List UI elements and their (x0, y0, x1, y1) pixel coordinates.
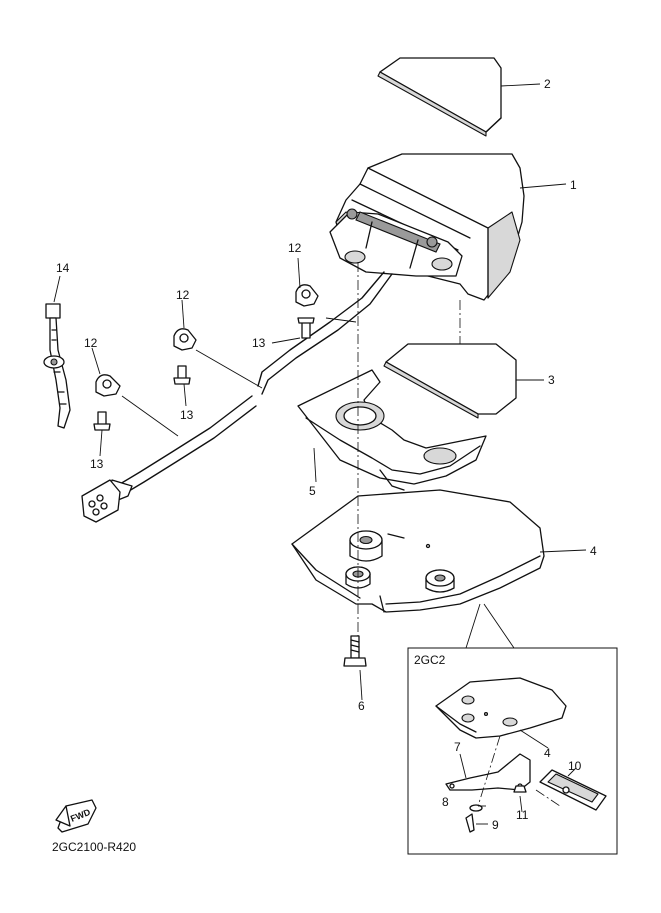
clamp-12-right (295, 284, 319, 339)
part-4-cover (291, 489, 545, 613)
callout-13-middle: 13 (180, 408, 194, 422)
cable-tie-14 (43, 303, 71, 429)
part-5-bracket (297, 369, 487, 491)
part-3-gasket (383, 343, 517, 419)
fwd-arrow-icon: FWD (55, 799, 97, 833)
callout-2: 2 (544, 77, 551, 91)
wire-harness (81, 271, 393, 523)
variant-label: 2GC2 (414, 653, 446, 667)
inset-callout-4: 4 (544, 746, 551, 760)
callout-1: 1 (570, 178, 577, 192)
clamp-12-left (93, 374, 121, 431)
callout-3: 3 (548, 373, 555, 387)
part-2-plate (377, 57, 502, 137)
variant-inset-2gc2: 2GC2 4 7 8 9 10 11 (407, 647, 618, 855)
callout-12-left: 12 (84, 336, 98, 350)
callout-12-middle: 12 (176, 288, 190, 302)
callout-13-right: 13 (252, 336, 266, 350)
part-1-tail-light (329, 153, 525, 301)
callout-6: 6 (358, 699, 365, 713)
inset-callout-8: 8 (442, 795, 449, 809)
inset-callout-7: 7 (454, 740, 461, 754)
drawing-code: 2GC2100-R420 (52, 840, 137, 854)
callout-12-right: 12 (288, 241, 302, 255)
callout-14: 14 (56, 261, 70, 275)
callout-5: 5 (309, 484, 316, 498)
inset-callout-11: 11 (516, 808, 529, 822)
leader-lines (53, 83, 587, 701)
callout-13-left: 13 (90, 457, 104, 471)
callout-4: 4 (590, 544, 597, 558)
clamp-12-middle (173, 328, 197, 385)
part-6-bolt (343, 635, 367, 667)
inset-callout-10: 10 (568, 759, 582, 773)
inset-callout-9: 9 (492, 818, 499, 832)
